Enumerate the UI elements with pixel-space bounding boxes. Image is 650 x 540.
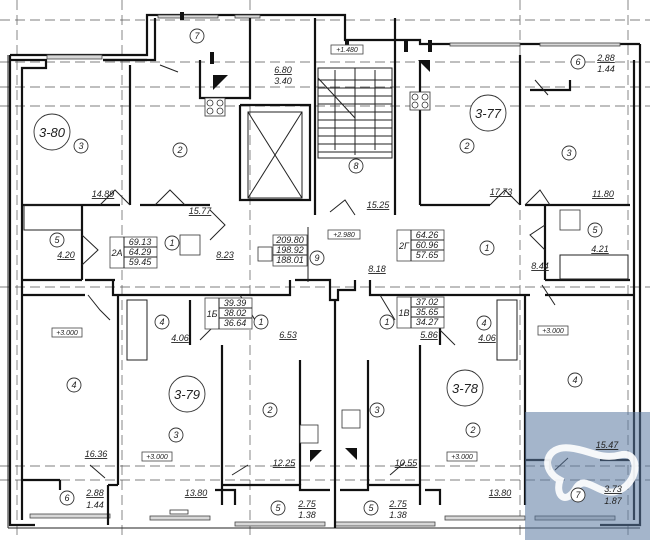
svg-text:1.38: 1.38: [389, 510, 407, 520]
svg-text:6: 6: [64, 493, 69, 503]
svg-text:6.53: 6.53: [279, 330, 297, 340]
svg-text:4: 4: [481, 318, 486, 328]
area-table-3-79: 1Б 39.39 38.02 36.64: [204, 297, 253, 330]
svg-text:5.86: 5.86: [420, 330, 438, 340]
svg-text:57.65: 57.65: [416, 250, 440, 260]
svg-text:15.25: 15.25: [367, 200, 391, 210]
svg-text:188.01: 188.01: [276, 255, 304, 265]
area-table-3-80: 2А 69.13 64.29 59.45: [109, 236, 158, 269]
apartment-id: 3-78: [452, 381, 479, 396]
svg-text:1: 1: [484, 243, 489, 253]
svg-text:60.96: 60.96: [416, 240, 439, 250]
svg-text:13.80: 13.80: [489, 488, 512, 498]
svg-text:35.65: 35.65: [416, 307, 440, 317]
apartment-id: 3-80: [39, 125, 66, 140]
svg-text:36.64: 36.64: [224, 318, 247, 328]
svg-text:5: 5: [368, 503, 374, 513]
svg-text:34.27: 34.27: [416, 317, 440, 327]
svg-text:3: 3: [78, 141, 83, 151]
svg-text:1.87: 1.87: [604, 496, 623, 506]
level-marks: +1.480 +2.980 +3.000 +3.000 +3.000 +3.00…: [51, 44, 569, 462]
svg-text:4.06: 4.06: [478, 333, 496, 343]
svg-text:38.02: 38.02: [224, 308, 247, 318]
svg-text:8.44: 8.44: [531, 261, 549, 271]
svg-text:12.25: 12.25: [273, 458, 297, 468]
svg-text:39.39: 39.39: [224, 298, 247, 308]
svg-text:2: 2: [266, 405, 272, 415]
fixtures: [169, 60, 581, 515]
svg-text:1.44: 1.44: [597, 64, 615, 74]
svg-text:10.55: 10.55: [395, 458, 419, 468]
svg-text:11.80: 11.80: [592, 189, 614, 199]
svg-text:1.44: 1.44: [86, 500, 104, 510]
svg-text:+3.000: +3.000: [542, 328, 564, 335]
svg-text:3: 3: [374, 405, 379, 415]
svg-text:1: 1: [258, 317, 263, 327]
svg-text:3.73: 3.73: [604, 484, 622, 494]
svg-text:1: 1: [384, 317, 389, 327]
svg-text:2.75: 2.75: [297, 499, 317, 509]
area-table-3-78: 1В 37.02 35.65 34.27: [396, 296, 445, 329]
svg-text:3.40: 3.40: [274, 76, 292, 86]
svg-text:5: 5: [592, 225, 598, 235]
area-table-3-77: 2Г 64.26 60.96 57.65: [396, 229, 445, 262]
area-table-common: 209.80 198.92 188.01 9: [272, 227, 325, 282]
svg-text:+3.000: +3.000: [56, 330, 78, 337]
svg-text:8.18: 8.18: [368, 264, 386, 274]
svg-text:1Б: 1Б: [207, 309, 218, 319]
svg-text:9: 9: [314, 253, 319, 263]
svg-text:64.26: 64.26: [416, 230, 439, 240]
svg-text:4: 4: [159, 317, 164, 327]
svg-text:5: 5: [275, 503, 281, 513]
svg-text:37.02: 37.02: [416, 297, 439, 307]
svg-text:4.20: 4.20: [57, 250, 75, 260]
watermark-overlay: [525, 412, 650, 540]
svg-text:209.80: 209.80: [275, 235, 304, 245]
svg-text:+1.480: +1.480: [336, 47, 358, 54]
svg-text:6.80: 6.80: [274, 65, 292, 75]
svg-text:4.21: 4.21: [591, 244, 609, 254]
svg-text:8: 8: [353, 161, 358, 171]
svg-text:64.29: 64.29: [129, 247, 152, 257]
svg-text:69.13: 69.13: [129, 237, 152, 247]
svg-text:2.75: 2.75: [388, 499, 408, 509]
svg-text:1В: 1В: [398, 308, 409, 318]
svg-text:+2.980: +2.980: [333, 232, 355, 239]
svg-text:17.73: 17.73: [490, 187, 513, 197]
svg-text:4: 4: [572, 375, 577, 385]
svg-text:15.47: 15.47: [596, 440, 620, 450]
svg-text:4.06: 4.06: [171, 333, 189, 343]
svg-text:2Г: 2Г: [398, 241, 410, 251]
svg-text:3: 3: [566, 148, 571, 158]
svg-text:4: 4: [71, 380, 76, 390]
svg-text:5: 5: [54, 235, 60, 245]
svg-text:2.88: 2.88: [85, 488, 104, 498]
svg-text:+3.000: +3.000: [451, 454, 473, 461]
svg-text:2.88: 2.88: [596, 53, 615, 63]
svg-text:14.89: 14.89: [92, 189, 115, 199]
svg-text:2: 2: [469, 425, 475, 435]
apartment-labels: 3-80 3-77 3-79 3-78: [33, 94, 507, 413]
svg-text:2А: 2А: [110, 248, 122, 258]
svg-text:7: 7: [194, 31, 200, 41]
apartment-id: 3-79: [174, 387, 200, 402]
svg-text:59.45: 59.45: [129, 257, 153, 267]
svg-text:2: 2: [463, 141, 469, 151]
svg-text:16.36: 16.36: [85, 449, 108, 459]
room-labels: 3 14.89 2 15.77 1 8.23 5 4.20 7 6.80 3.4…: [49, 28, 623, 520]
svg-text:13.80: 13.80: [185, 488, 208, 498]
svg-text:198.92: 198.92: [276, 245, 304, 255]
interior-walls: [22, 18, 634, 528]
svg-text:1: 1: [169, 238, 174, 248]
svg-text:6: 6: [575, 57, 580, 67]
apartment-id: 3-77: [475, 106, 502, 121]
svg-text:1.38: 1.38: [298, 510, 316, 520]
svg-text:8.23: 8.23: [216, 250, 234, 260]
svg-text:7: 7: [575, 490, 581, 500]
svg-text:15.77: 15.77: [189, 206, 213, 216]
svg-text:+3.000: +3.000: [146, 454, 168, 461]
svg-text:2: 2: [176, 145, 182, 155]
svg-text:3: 3: [173, 430, 178, 440]
